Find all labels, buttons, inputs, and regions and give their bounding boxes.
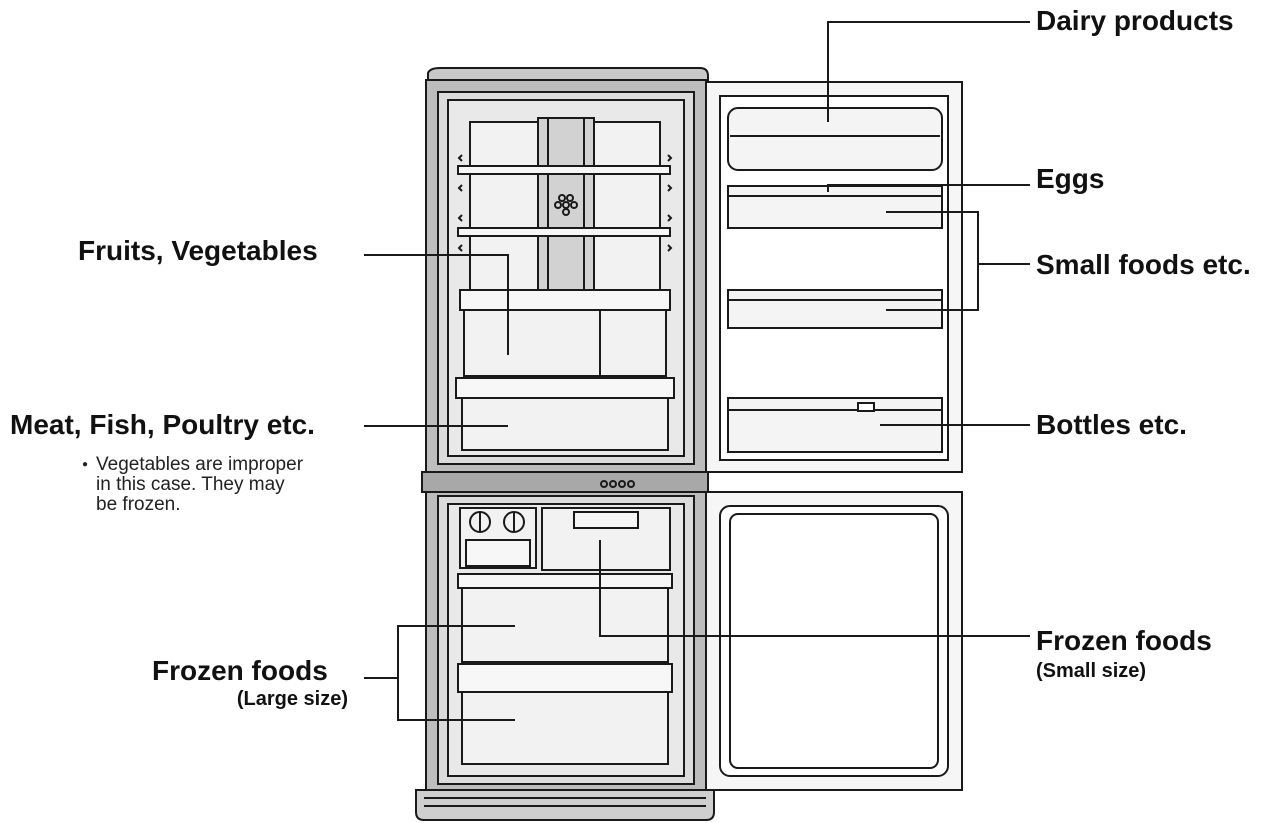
meat-fish-label: Meat, Fish, Poultry etc. bbox=[10, 409, 315, 440]
fruits-vegetables-label: Fruits, Vegetables bbox=[78, 235, 318, 266]
meat-note-text: Vegetables are improper in this case. Th… bbox=[96, 454, 304, 515]
fridge-door bbox=[705, 81, 963, 473]
frozen-large-sub-label: (Large size) bbox=[236, 688, 348, 710]
frozen-small-leader bbox=[599, 540, 1030, 637]
fridge-cabinet bbox=[415, 67, 715, 821]
note-bullet: ● bbox=[82, 459, 89, 470]
eggs-label: Eggs bbox=[1036, 163, 1105, 194]
frozen-small-label: Frozen foods bbox=[1036, 625, 1212, 656]
eggs-leader bbox=[827, 184, 1030, 192]
dairy-leader bbox=[827, 21, 1030, 122]
freezer-door bbox=[705, 491, 963, 791]
leader-lines bbox=[364, 21, 1030, 721]
frozen-small-sub-label: (Small size) bbox=[1036, 660, 1147, 682]
fruits-leader bbox=[364, 254, 509, 355]
small-foods-label: Small foods etc. bbox=[1036, 249, 1251, 280]
frozen-large-label: Frozen foods bbox=[152, 655, 328, 686]
small-foods-bracket bbox=[886, 211, 979, 311]
frozen-large-bracket bbox=[397, 625, 515, 721]
dairy-products-label: Dairy products bbox=[1036, 5, 1234, 36]
bottles-label: Bottles etc. bbox=[1036, 409, 1187, 440]
meat-note: ● Vegetables are improper in this case. … bbox=[82, 454, 306, 515]
